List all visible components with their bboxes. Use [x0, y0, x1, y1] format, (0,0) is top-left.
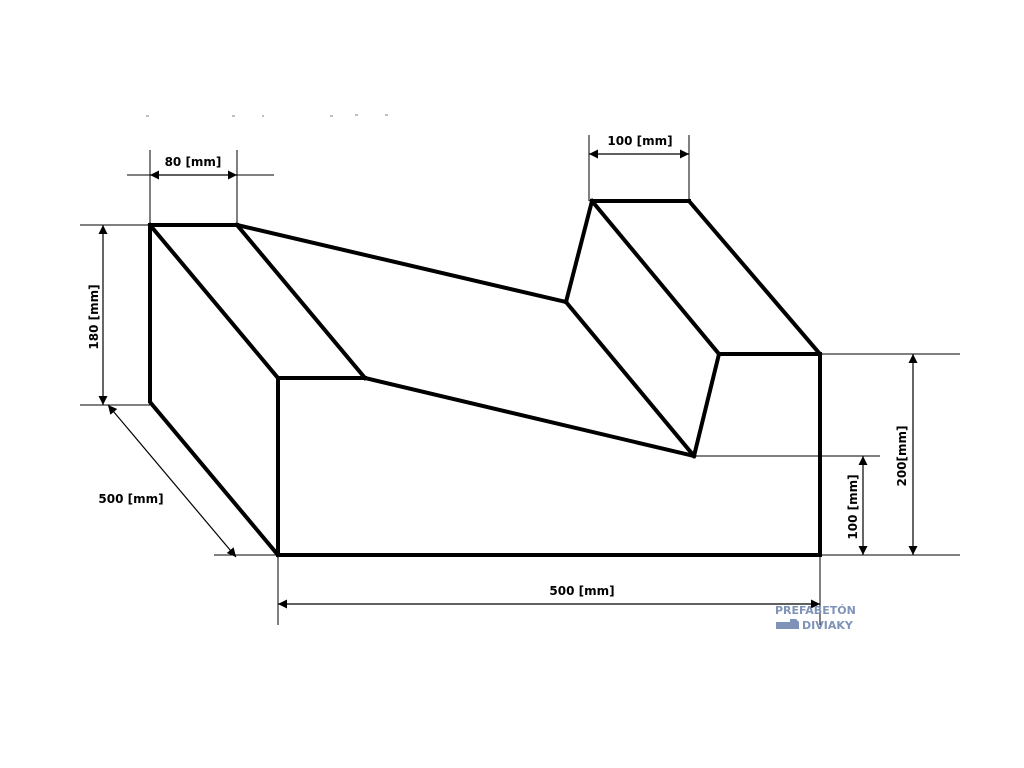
block-outline: [147, 198, 823, 558]
slope-back-edge: [234, 222, 569, 305]
extension-lines: [80, 135, 960, 625]
dimension-lines: [98, 149, 918, 609]
dim-line-depth: [107, 404, 237, 558]
label-right-inner-height: 100 [mm]: [846, 474, 860, 539]
label-right-total-height: 200[mm]: [895, 425, 909, 486]
label-left-height: 180 [mm]: [87, 284, 101, 349]
dimension-labels: 80 [mm] 100 [mm] 180 [mm] 200[mm] 100 [m…: [87, 134, 909, 598]
channel-bottom-edge: [563, 299, 697, 459]
truck-icon: [776, 619, 799, 629]
slope-front-edge: [362, 375, 697, 459]
label-top-right-width: 100 [mm]: [607, 134, 672, 148]
left-end-face: [148, 223, 281, 558]
watermark-logo: PREFABETÓN DIVIAKY: [775, 604, 856, 632]
left-ledge-outer-edge: [147, 222, 281, 381]
right-wall-inner-back: [563, 198, 595, 305]
watermark-line-2: DIVIAKY: [802, 619, 854, 632]
label-top-left-width: 80 [mm]: [165, 155, 222, 169]
right-wall-top-right: [686, 198, 823, 357]
front-face: [276, 352, 822, 557]
label-bottom-length: 500 [mm]: [549, 584, 614, 598]
watermark-line-1: PREFABETÓN: [775, 604, 856, 617]
scan-marks: [146, 114, 388, 117]
right-wall-inner-front: [691, 351, 722, 459]
left-ledge-inner-edge: [234, 222, 368, 381]
label-depth: 500 [mm]: [98, 492, 163, 506]
right-wall-top-left: [589, 198, 722, 357]
